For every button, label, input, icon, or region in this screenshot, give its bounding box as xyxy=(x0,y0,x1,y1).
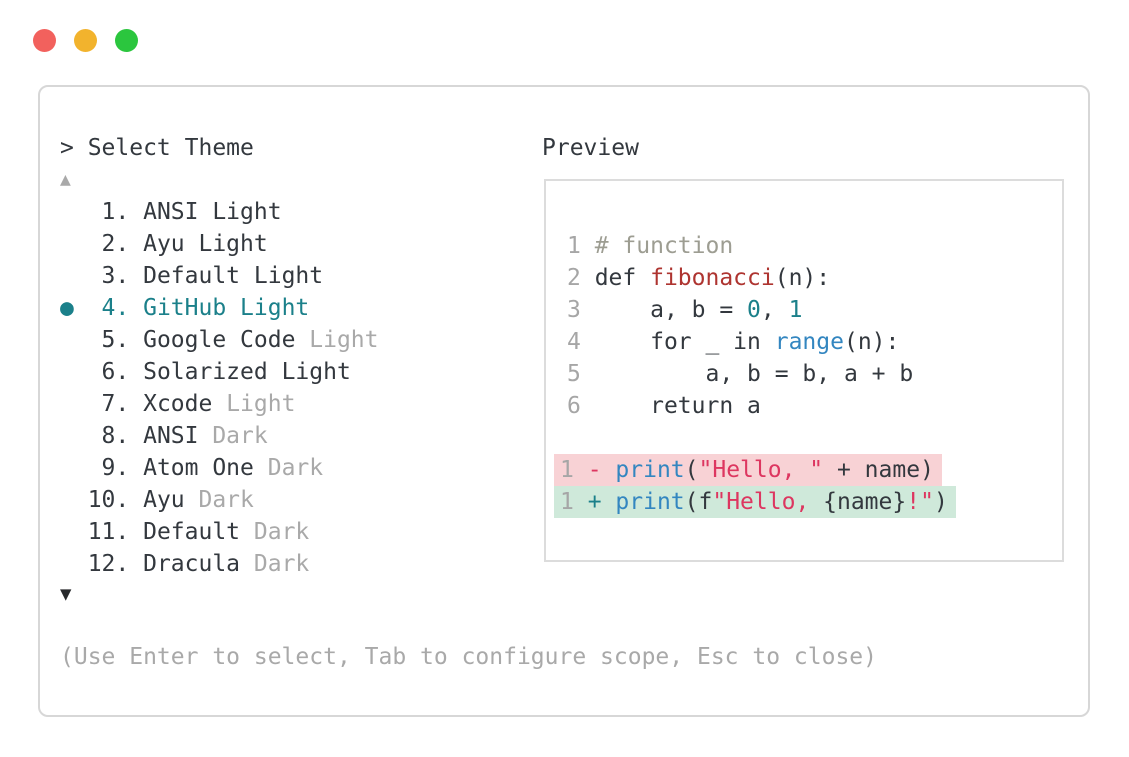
theme-item-11[interactable]: 11. Default Dark xyxy=(60,516,379,548)
item-name: Solarized Light xyxy=(143,359,351,385)
preview-pane: 1 # function 2 def fibonacci(n): 3 a, b = … xyxy=(544,179,1064,562)
scroll-up-icon[interactable]: ▲ xyxy=(60,169,71,190)
item-suffix: Dark xyxy=(253,455,324,481)
scroll-down-icon[interactable]: ▼ xyxy=(60,583,72,605)
code-blank-line xyxy=(567,422,1062,454)
item-name: Ayu Light xyxy=(143,231,268,257)
maximize-button[interactable] xyxy=(115,29,138,52)
diff-added-line: 1 + print(f"Hello, {name}!") xyxy=(554,486,1062,518)
theme-item-2[interactable]: 2. Ayu Light xyxy=(60,228,379,260)
theme-item-5[interactable]: 5. Google Code Light xyxy=(60,324,379,356)
item-name: Default xyxy=(143,519,241,545)
code-line: 6 return a xyxy=(567,393,761,419)
theme-list: 1. ANSI Light 2. Ayu Light 3. Default Li… xyxy=(60,196,379,580)
theme-item-9[interactable]: 9. Atom One Dark xyxy=(60,452,379,484)
preview-label: Preview xyxy=(542,135,639,161)
theme-item-3[interactable]: 3. Default Light xyxy=(60,260,379,292)
line-number: 1 xyxy=(560,457,588,483)
item-number: 8. xyxy=(60,423,144,449)
item-suffix: Dark xyxy=(240,519,310,545)
item-suffix: Dark xyxy=(184,487,254,513)
code-line: 2 def fibonacci(n): xyxy=(567,265,831,291)
theme-item-10[interactable]: 10. Ayu Dark xyxy=(60,484,379,516)
line-number: 6 xyxy=(567,393,595,419)
theme-item-12[interactable]: 12. Dracula Dark xyxy=(60,548,379,580)
item-name: Dracula xyxy=(143,551,241,577)
item-name: Google Code xyxy=(143,327,296,353)
item-suffix: Dark xyxy=(198,423,268,449)
item-number: 11. xyxy=(60,519,144,545)
code-line: 4 for _ in range(n): xyxy=(567,329,900,355)
line-number: 5 xyxy=(567,361,595,387)
page-title: > Select Theme xyxy=(60,135,254,161)
line-number: 2 xyxy=(567,265,595,291)
theme-item-4[interactable]: ● 4. GitHub Light xyxy=(60,292,379,324)
item-number: 1. xyxy=(60,199,144,225)
item-name: Atom One xyxy=(143,455,254,481)
theme-item-7[interactable]: 7. Xcode Light xyxy=(60,388,379,420)
item-number: 10. xyxy=(60,487,144,513)
code-line: 3 a, b = 0, 1 xyxy=(567,297,803,323)
item-suffix: Light xyxy=(212,391,296,417)
line-number: 1 xyxy=(567,233,595,259)
selected-bullet-and-number: ● 4. xyxy=(60,295,144,321)
minimize-button[interactable] xyxy=(74,29,97,52)
item-name: ANSI Light xyxy=(143,199,282,225)
item-number: 7. xyxy=(60,391,144,417)
item-name: Default Light xyxy=(143,263,324,289)
item-suffix: Light xyxy=(295,327,379,353)
item-number: 5. xyxy=(60,327,144,353)
item-name: ANSI xyxy=(143,423,199,449)
code-block: 1 # function 2 def fibonacci(n): 3 a, b = … xyxy=(554,230,1062,518)
line-number: 4 xyxy=(567,329,595,355)
item-name: Xcode xyxy=(143,391,213,417)
item-number: 2. xyxy=(60,231,144,257)
theme-item-8[interactable]: 8. ANSI Dark xyxy=(60,420,379,452)
theme-item-1[interactable]: 1. ANSI Light xyxy=(60,196,379,228)
item-suffix: Dark xyxy=(240,551,310,577)
theme-selector-panel: > Select Theme ▲ 1. ANSI Light 2. Ayu Li… xyxy=(38,85,1090,717)
diff-removed-line: 1 - print("Hello, " + name) xyxy=(554,454,1062,486)
item-number: 12. xyxy=(60,551,144,577)
item-number: 9. xyxy=(60,455,144,481)
item-number: 6. xyxy=(60,359,144,385)
line-number: 3 xyxy=(567,297,595,323)
theme-item-6[interactable]: 6. Solarized Light xyxy=(60,356,379,388)
item-name: GitHub Light xyxy=(143,295,310,321)
item-name: Ayu xyxy=(143,487,185,513)
close-button[interactable] xyxy=(33,29,56,52)
item-number: 3. xyxy=(60,263,144,289)
keyboard-hint: (Use Enter to select, Tab to configure s… xyxy=(60,644,877,670)
code-line: 1 # function xyxy=(567,233,734,259)
line-number: 1 xyxy=(560,489,588,515)
code-line: 5 a, b = b, a + b xyxy=(567,361,914,387)
traffic-lights xyxy=(33,29,138,52)
